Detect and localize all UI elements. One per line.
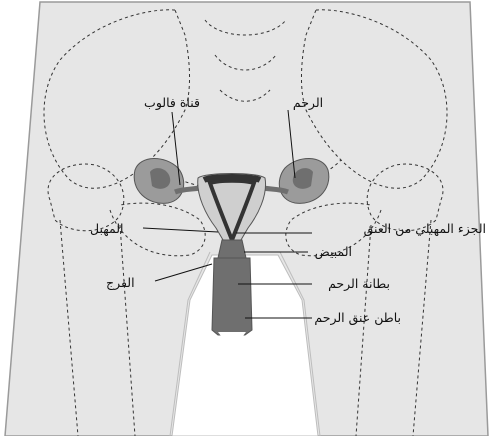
cervix: [218, 240, 246, 258]
label-vulva: الفرج: [106, 275, 135, 291]
label-uterine-lining: بطانة الرحم: [328, 276, 390, 292]
endometrium-lining: [204, 177, 260, 180]
label-vaginal-part-of-cervix: الجزء المهبلي من العنق: [364, 221, 486, 237]
label-cervical-canal: باطن عنق الرحم: [314, 310, 401, 326]
label-fallopian-tube: قناة فالوب: [144, 95, 200, 111]
vagina: [212, 258, 252, 335]
label-uterus: الرحم: [293, 95, 323, 111]
label-vagina-upper: المهبل: [90, 221, 124, 237]
label-ovary: المبيض: [315, 244, 352, 260]
